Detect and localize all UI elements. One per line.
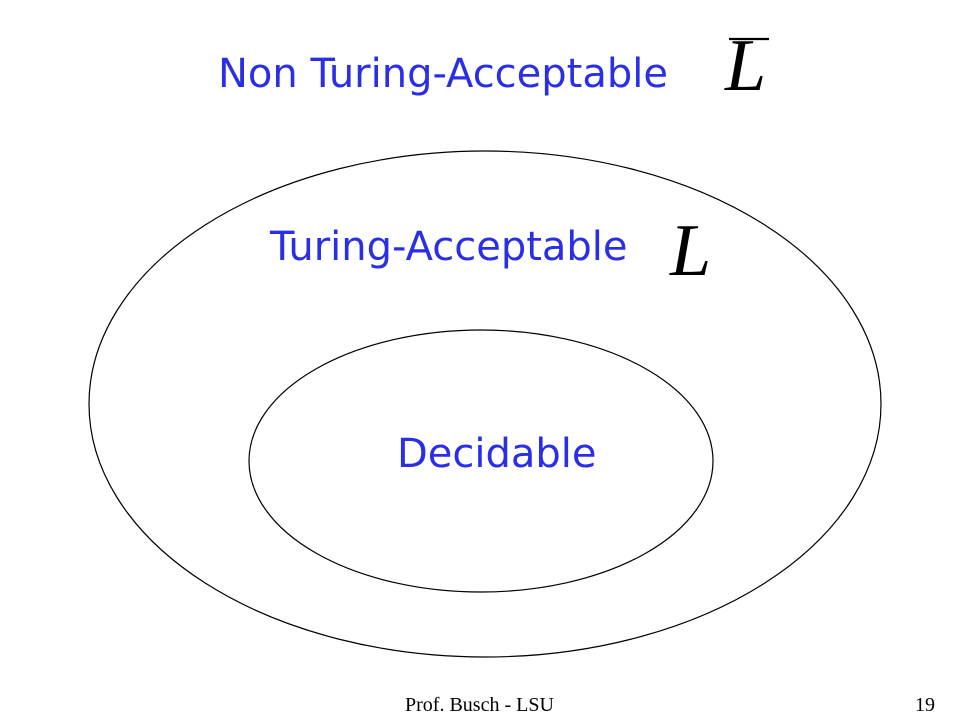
footer-author: Prof. Busch - LSU [405,694,554,716]
decidable-label: Decidable [397,431,597,477]
slide-page-number: 19 [915,694,935,716]
complement-language-symbol: L [724,25,766,107]
turing-acceptable-ellipse [88,150,882,658]
language-symbol: L [669,210,711,292]
decidable-ellipse [248,329,714,593]
turing-acceptable-label: Turing-Acceptable [269,224,628,270]
non-turing-acceptable-label: Non Turing-Acceptable [218,51,668,97]
